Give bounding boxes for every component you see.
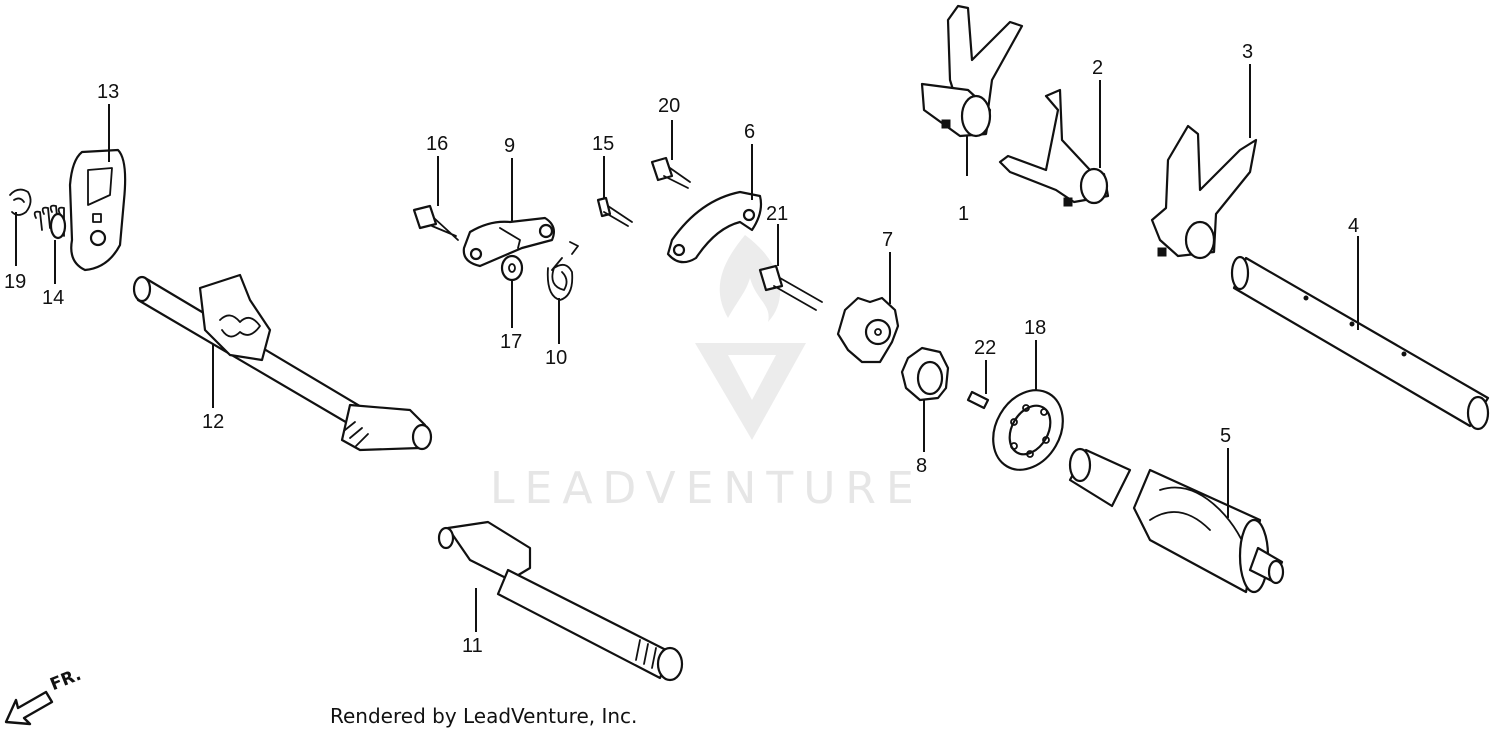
callout-15: 15 [592,133,614,155]
callout-16: 16 [426,133,448,155]
callout-5: 5 [1220,425,1231,447]
part-12-spindle [132,273,433,452]
part-11-spindle [437,520,684,682]
watermark-flame-icon [719,235,781,322]
part-17-washer [500,254,524,282]
callout-12: 12 [202,411,224,433]
callout-labels: 1 2 3 4 5 6 7 8 9 10 11 12 13 14 15 16 1… [4,41,1359,657]
front-arrow-icon [4,690,54,726]
callout-9: 9 [504,135,515,157]
callout-1: 1 [958,203,969,225]
callout-2: 2 [1092,57,1103,79]
callout-14: 14 [42,287,64,309]
part-21-bolt [758,264,823,311]
part-8-drum-cam [900,346,950,402]
part-13-plate [68,148,127,272]
callout-3: 3 [1242,41,1253,63]
part-4-fork-shaft [1230,255,1490,431]
callout-11: 11 [462,635,483,657]
part-10-spring [546,241,579,301]
part-18-bearing [992,389,1064,471]
callout-13: 13 [97,81,119,103]
part-1-shift-fork [920,4,1024,138]
part-3-shift-fork [1150,124,1258,260]
callout-10: 10 [545,347,567,369]
callout-17: 17 [500,331,522,353]
watermark-v-icon [695,343,806,440]
part-20-bolt [650,156,691,189]
callout-7: 7 [882,229,893,251]
callout-18: 18 [1024,317,1046,339]
part-6-plate [666,190,763,264]
callout-19: 19 [4,271,26,293]
part-19-clip [9,188,32,216]
watermark: LEADVENTURE [490,235,924,514]
part-5-shift-drum [1068,447,1285,594]
callout-8: 8 [916,455,927,477]
part-15-bolt [596,196,633,227]
part-2-shift-fork [998,88,1110,207]
callout-20: 20 [658,95,680,117]
callout-22: 22 [974,337,996,359]
footer-credit: Rendered by LeadVenture, Inc. [330,704,638,728]
watermark-text: LEADVENTURE [490,463,924,514]
callout-4: 4 [1348,215,1359,237]
part-14-spring [33,204,67,240]
leader-lines [15,64,1359,632]
part-7-drum-center [836,296,900,364]
callout-21: 21 [766,203,788,225]
part-16-bolt [412,204,459,241]
callout-6: 6 [744,121,755,143]
part-9-stopper-arm [462,216,555,268]
part-22-pin [966,390,990,410]
